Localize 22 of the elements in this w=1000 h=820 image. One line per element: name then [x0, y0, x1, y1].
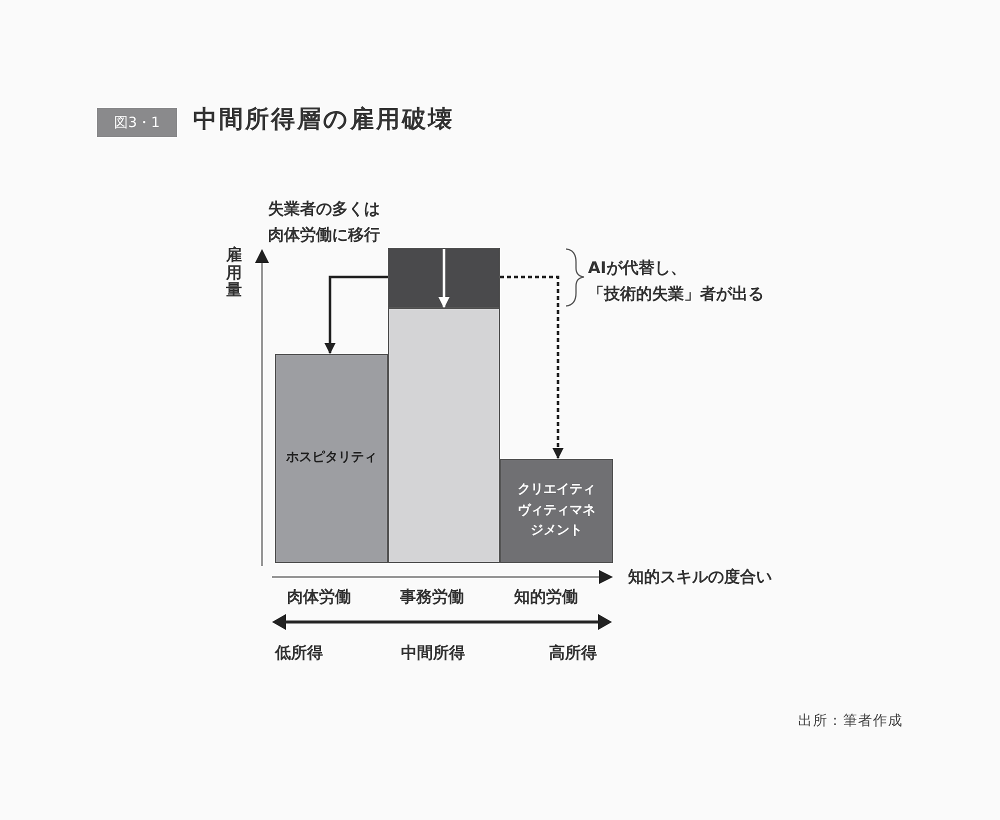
bar-label: ホスピタリティ: [285, 449, 378, 468]
source-note: 出所：筆者作成: [798, 712, 903, 730]
bar: [388, 248, 500, 308]
income-label: 低所得: [275, 642, 323, 664]
bar: [388, 308, 500, 563]
figure-number: 図3・1: [97, 108, 177, 137]
annotation: AIが代替し、「技術的失業」者が出る: [588, 257, 765, 306]
bar: [275, 354, 388, 563]
title: 中間所得層の雇用破壊: [193, 104, 454, 135]
arrow: [324, 276, 388, 354]
category-label: 肉体労働: [287, 586, 351, 608]
arrow: [500, 276, 564, 460]
category-label: 知的労働: [514, 586, 578, 608]
axis-label: 知的スキルの度合い: [628, 566, 772, 588]
bar-label: クリエイティヴィティマネジメント: [516, 480, 596, 540]
income-label: 高所得: [549, 642, 597, 664]
category-label: 事務労働: [400, 586, 464, 608]
bar: [500, 459, 613, 563]
arrow: [438, 249, 450, 308]
income-label: 中間所得: [401, 642, 465, 664]
axis-label: 雇用量: [226, 246, 242, 299]
annotation: 失業者の多くは肉体労働に移行: [268, 198, 381, 246]
